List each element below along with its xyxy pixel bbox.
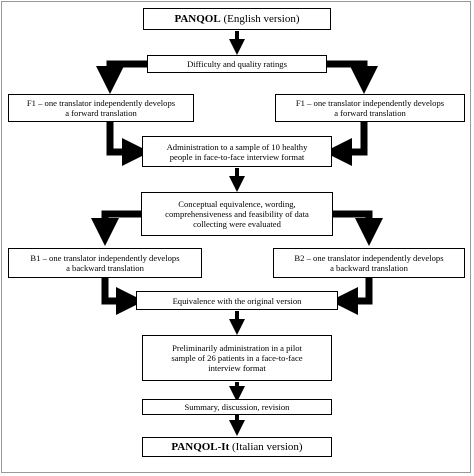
f1-left-box: F1 – one translator independently develo… bbox=[8, 94, 194, 122]
difficulty-ratings-box: Difficulty and quality ratings bbox=[147, 55, 327, 73]
panqol-title-bold: PANQOL bbox=[174, 12, 221, 25]
summary-box: Summary, discussion, revision bbox=[142, 399, 332, 415]
f1-right-box: F1 – one translator independently develo… bbox=[275, 94, 465, 122]
arrow-b1-to-equivalence bbox=[101, 278, 144, 315]
arrow-difficulty-to-f1-right bbox=[327, 60, 378, 94]
arrow-b2-to-equivalence bbox=[330, 278, 373, 315]
arrow-f1-right-to-admin bbox=[324, 122, 368, 166]
arrow-conceptual-to-b1 bbox=[91, 210, 141, 246]
panqol-english-box: PANQOL (English version) bbox=[143, 8, 331, 30]
b2-box: B2 – one translator independently develo… bbox=[273, 248, 465, 278]
panqol-it-title-rest: (Italian version) bbox=[229, 440, 303, 453]
equivalence-box: Equivalence with the original version bbox=[136, 291, 338, 310]
pilot-administration-box: Preliminarily administration in a pilot … bbox=[142, 335, 332, 381]
arrow-conceptual-to-b2 bbox=[333, 210, 383, 246]
panqol-it-title-bold: PANQOL-It bbox=[171, 440, 230, 453]
arrow-f1-left-to-admin bbox=[106, 122, 150, 166]
administration-box: Administration to a sample of 10 healthy… bbox=[142, 136, 332, 167]
panqol-italian-box: PANQOL-It (Italian version) bbox=[142, 437, 332, 457]
conceptual-equivalence-box: Conceptual equivalence, wording, compreh… bbox=[141, 192, 333, 236]
panqol-title-rest: (English version) bbox=[220, 12, 300, 25]
arrow-difficulty-to-f1-left bbox=[96, 60, 147, 94]
b1-box: B1 – one translator independently develo… bbox=[8, 248, 202, 278]
